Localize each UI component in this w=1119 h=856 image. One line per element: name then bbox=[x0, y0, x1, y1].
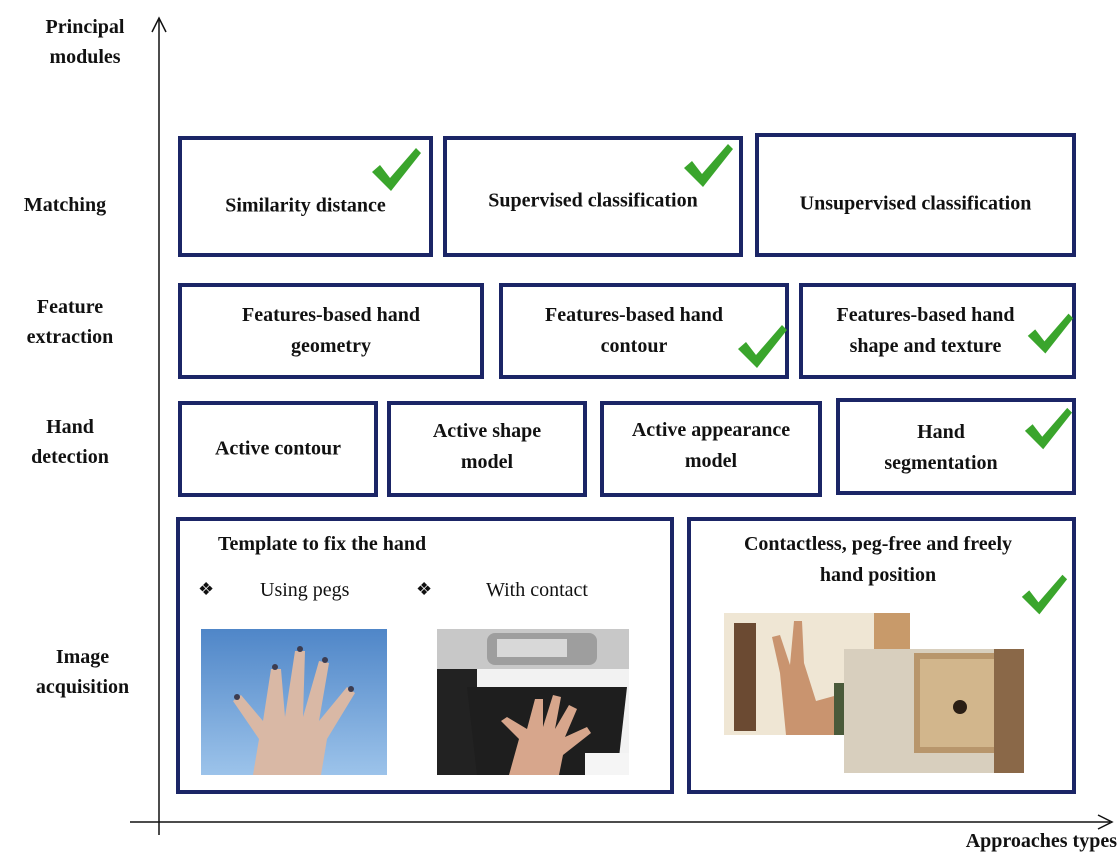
hand-segmentation-label: Hand segmentation bbox=[884, 421, 998, 475]
box-active-shape-model: Active shape model bbox=[387, 401, 587, 497]
row-label-matching: Matching bbox=[23, 194, 107, 216]
y-axis-title: Principal modules bbox=[45, 16, 125, 68]
box-supervised-classification: Supervised classification bbox=[443, 136, 743, 257]
contactless-title: Contactless, peg-free and freely hand po… bbox=[743, 533, 1013, 586]
pegs-hand-photo bbox=[201, 629, 387, 775]
box-similarity-distance: Similarity distance bbox=[178, 136, 433, 257]
using-pegs-label: Using pegs bbox=[260, 579, 350, 601]
check-icon bbox=[684, 144, 733, 187]
row-label-image-acquisition: Image acquisition bbox=[35, 646, 130, 698]
contactless-hand-photo bbox=[724, 613, 1024, 773]
similarity-distance-label: Similarity distance bbox=[225, 194, 386, 217]
row-label-feature-extraction: Feature extraction bbox=[26, 296, 114, 348]
box-template-fix-hand: Template to fix the hand ❖ Using pegs ❖ … bbox=[176, 517, 674, 794]
shape-texture-label: Features-based hand shape and texture bbox=[836, 304, 1015, 357]
unsupervised-classification-label: Unsupervised classification bbox=[799, 192, 1032, 215]
check-icon bbox=[1027, 313, 1074, 354]
box-contactless: Contactless, peg-free and freely hand po… bbox=[687, 517, 1076, 794]
template-title: Template to fix the hand bbox=[218, 533, 427, 555]
diamond-bullet-icon: ❖ bbox=[416, 579, 433, 599]
hand-geometry-label: Features-based hand geometry bbox=[242, 304, 420, 357]
box-active-contour: Active contour bbox=[178, 401, 378, 497]
check-icon bbox=[1021, 574, 1068, 615]
box-shape-texture: Features-based hand shape and texture bbox=[799, 283, 1076, 379]
box-unsupervised-classification: Unsupervised classification bbox=[755, 133, 1076, 257]
x-axis-title: Approaches types bbox=[965, 830, 1117, 852]
x-axis-arrow bbox=[1097, 814, 1114, 830]
with-contact-label: With contact bbox=[486, 579, 588, 601]
check-icon bbox=[372, 148, 421, 191]
diamond-bullet-icon: ❖ bbox=[198, 579, 215, 599]
hand-contour-label: Features-based hand contour bbox=[545, 304, 723, 357]
check-icon bbox=[738, 325, 787, 368]
box-hand-geometry: Features-based hand geometry bbox=[178, 283, 484, 379]
box-hand-contour: Features-based hand contour bbox=[499, 283, 789, 379]
row-label-hand-detection: Hand detection bbox=[31, 416, 109, 468]
box-hand-segmentation: Hand segmentation bbox=[836, 398, 1076, 495]
check-icon bbox=[1024, 407, 1073, 450]
y-axis-arrow bbox=[151, 16, 167, 33]
active-contour-label: Active contour bbox=[214, 437, 342, 460]
supervised-classification-label: Supervised classification bbox=[488, 189, 698, 212]
active-shape-model-label: Active shape model bbox=[432, 420, 542, 474]
active-appearance-model-label: Active appearance model bbox=[631, 419, 791, 473]
box-active-appearance-model: Active appearance model bbox=[600, 401, 822, 497]
contact-scanner-photo bbox=[437, 629, 629, 775]
